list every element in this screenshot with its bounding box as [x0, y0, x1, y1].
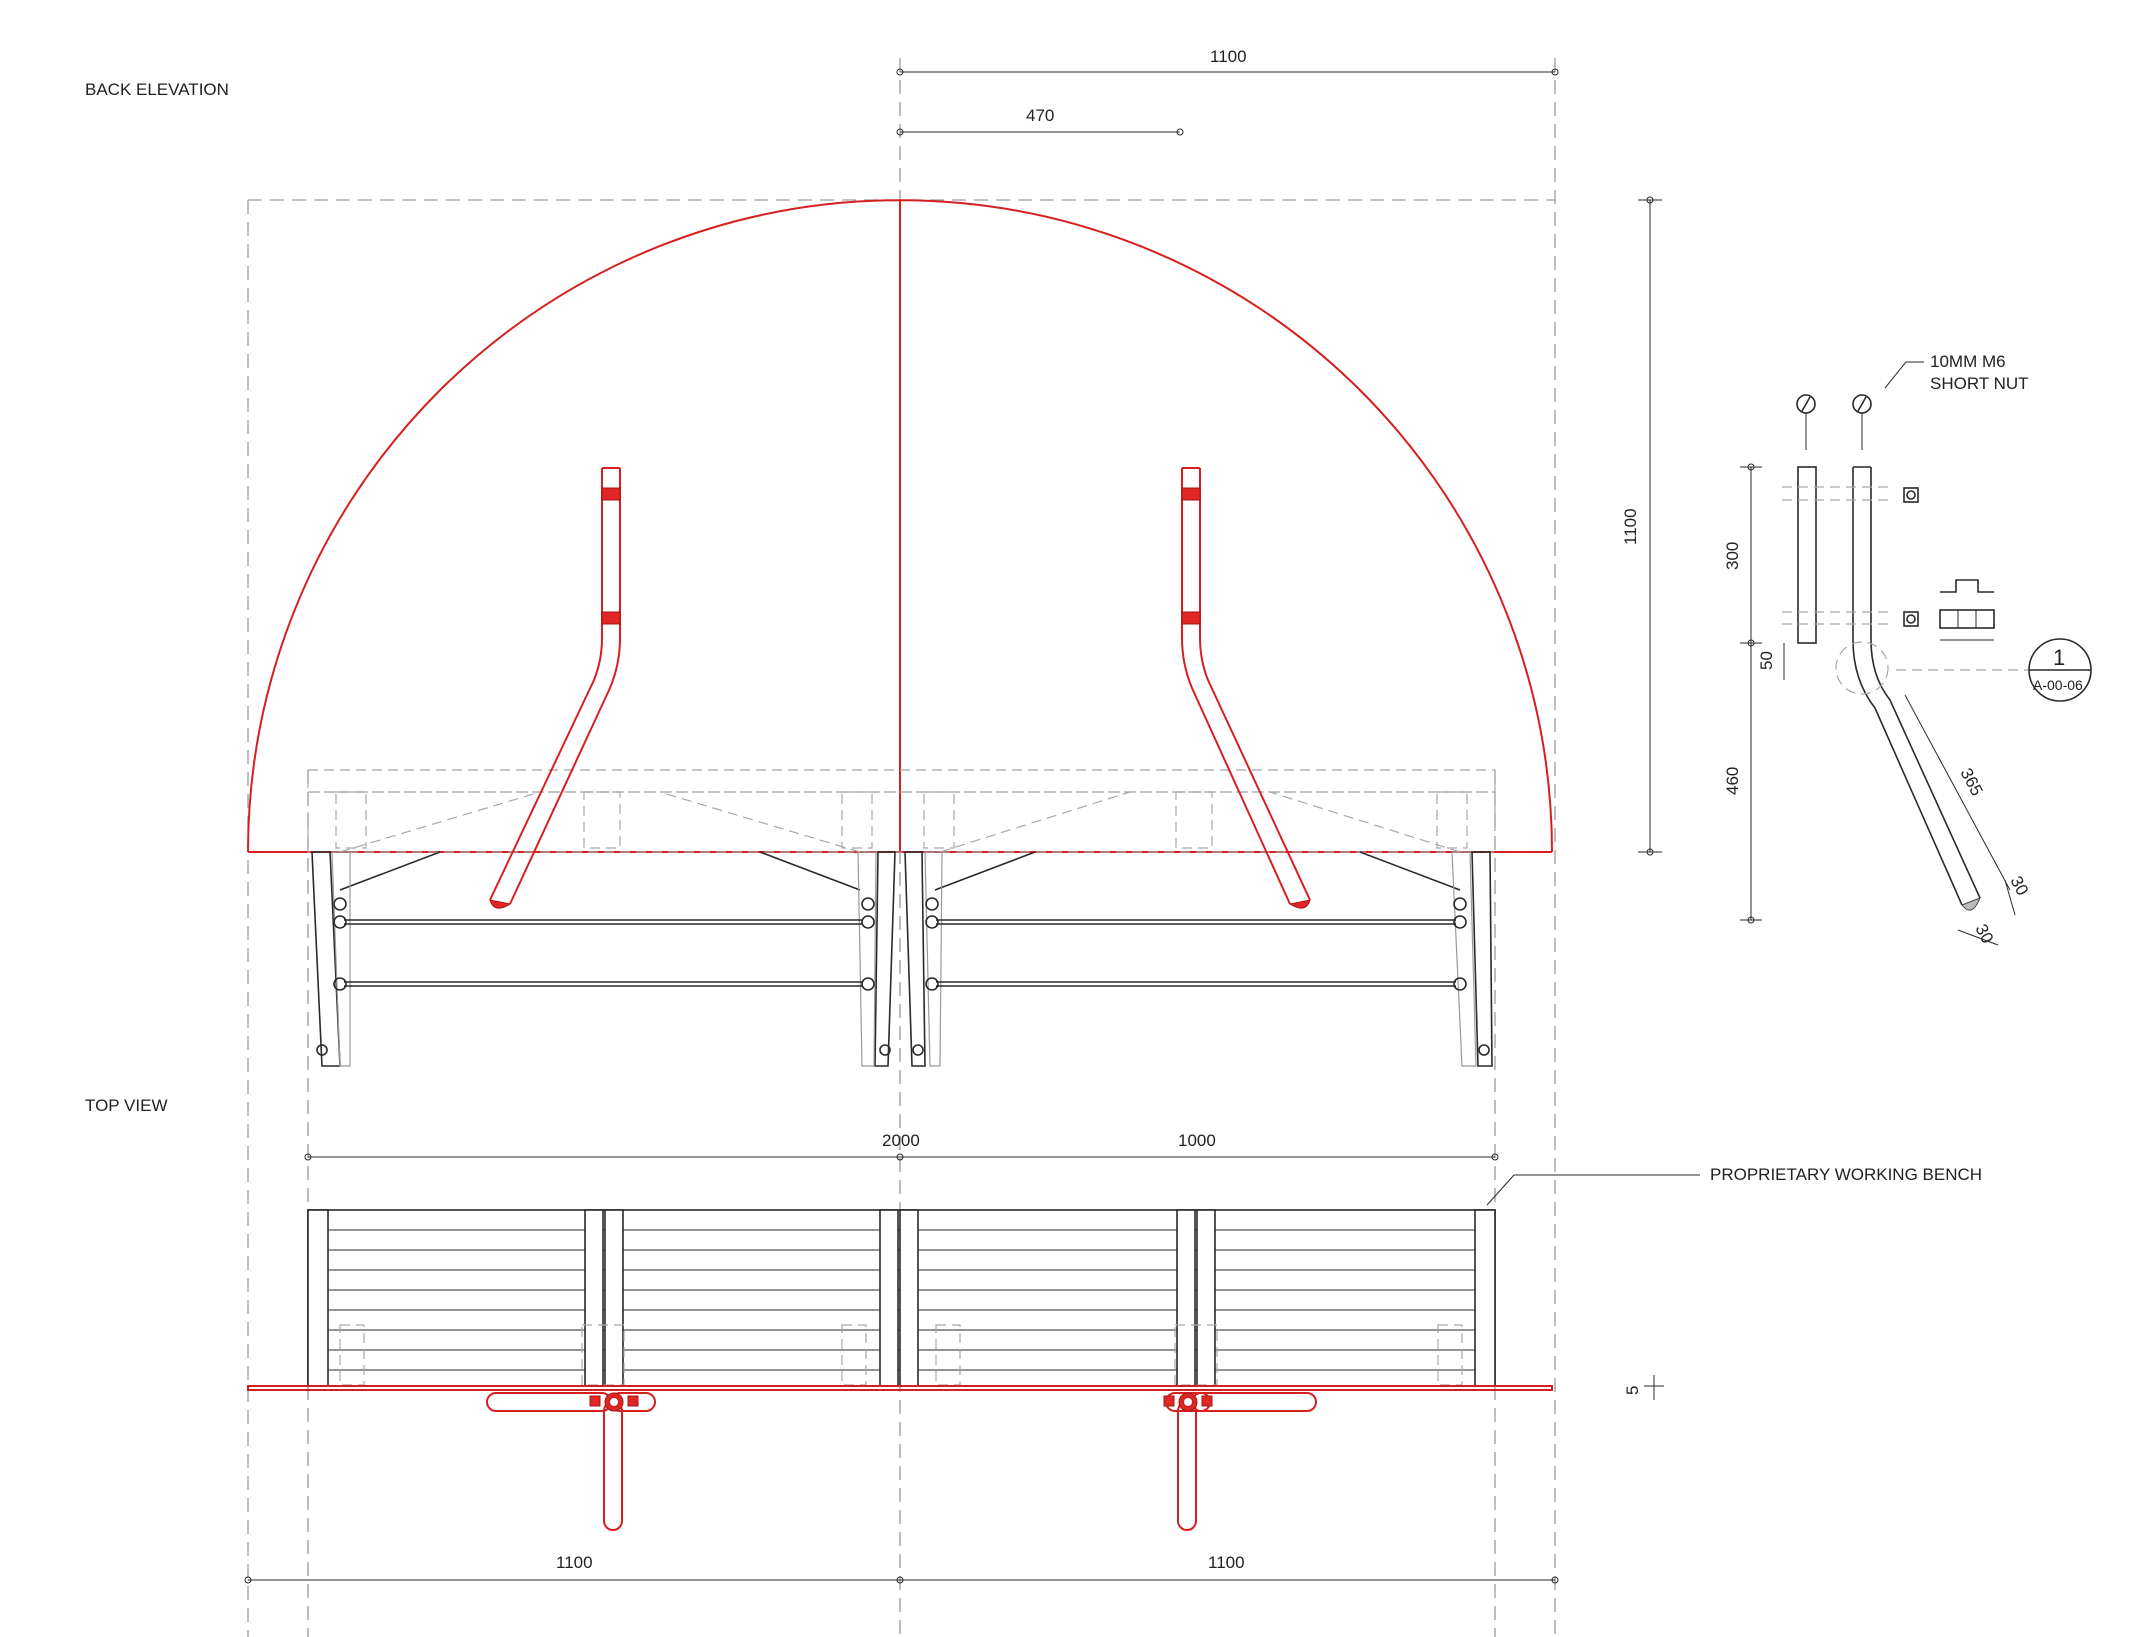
back-elevation-title: BACK ELEVATION — [85, 80, 229, 99]
section-number: 1 — [2053, 645, 2065, 670]
dimension-top-offset: 470 — [896, 106, 1184, 136]
support-arm-right — [1181, 467, 1311, 909]
dimension-label: 1000 — [1178, 1131, 1216, 1150]
dimension-label: 1100 — [1208, 1553, 1245, 1572]
bench-frame-elevation — [307, 769, 1496, 1067]
support-arm-plan-left — [486, 1392, 656, 1531]
dimension-label: 1100 — [556, 1553, 593, 1572]
dimension-label: 1100 — [1621, 508, 1640, 545]
nut-callout-line1: 10MM M6 — [1930, 352, 2006, 371]
bench-top-view — [247, 1209, 1553, 1391]
support-arm-plan-right — [1163, 1392, 1317, 1531]
dimension-right-height: 1100 — [1621, 196, 1662, 856]
side-detail: 10MM M6 SHORT NUT 1 A-00-06 300 50 460 3… — [1723, 352, 2092, 947]
construction-lines — [247, 58, 1556, 1637]
dimension-label: 460 — [1723, 767, 1742, 795]
dimension-label: 1100 — [1210, 47, 1247, 66]
dimension-label: 2000 — [882, 1131, 920, 1150]
dimension-label: 30 — [2006, 873, 2032, 899]
dimension-label: 365 — [1956, 765, 1986, 799]
bench-callout: PROPRIETARY WORKING BENCH — [1486, 1165, 1982, 1206]
dimension-label: 300 — [1723, 542, 1742, 570]
dimension-bench-total: 2000 1000 — [304, 1131, 1499, 1161]
dimension-top-width: 1100 — [896, 47, 1559, 76]
dimension-label: 470 — [1026, 106, 1054, 125]
top-view-title: TOP VIEW — [85, 1096, 168, 1115]
canopy-semicircle — [247, 199, 1553, 853]
dimension-label: 5 — [1623, 1386, 1642, 1395]
support-arm-left — [489, 467, 621, 909]
dimension-offset-small: 5 — [1623, 1375, 1664, 1400]
bench-callout-label: PROPRIETARY WORKING BENCH — [1710, 1165, 1982, 1184]
dimension-label: 50 — [1757, 651, 1776, 670]
nut-callout-line2: SHORT NUT — [1930, 374, 2029, 393]
dimension-bottom: 1100 1100 — [244, 1553, 1559, 1584]
section-ref: A-00-06 — [2033, 677, 2083, 693]
